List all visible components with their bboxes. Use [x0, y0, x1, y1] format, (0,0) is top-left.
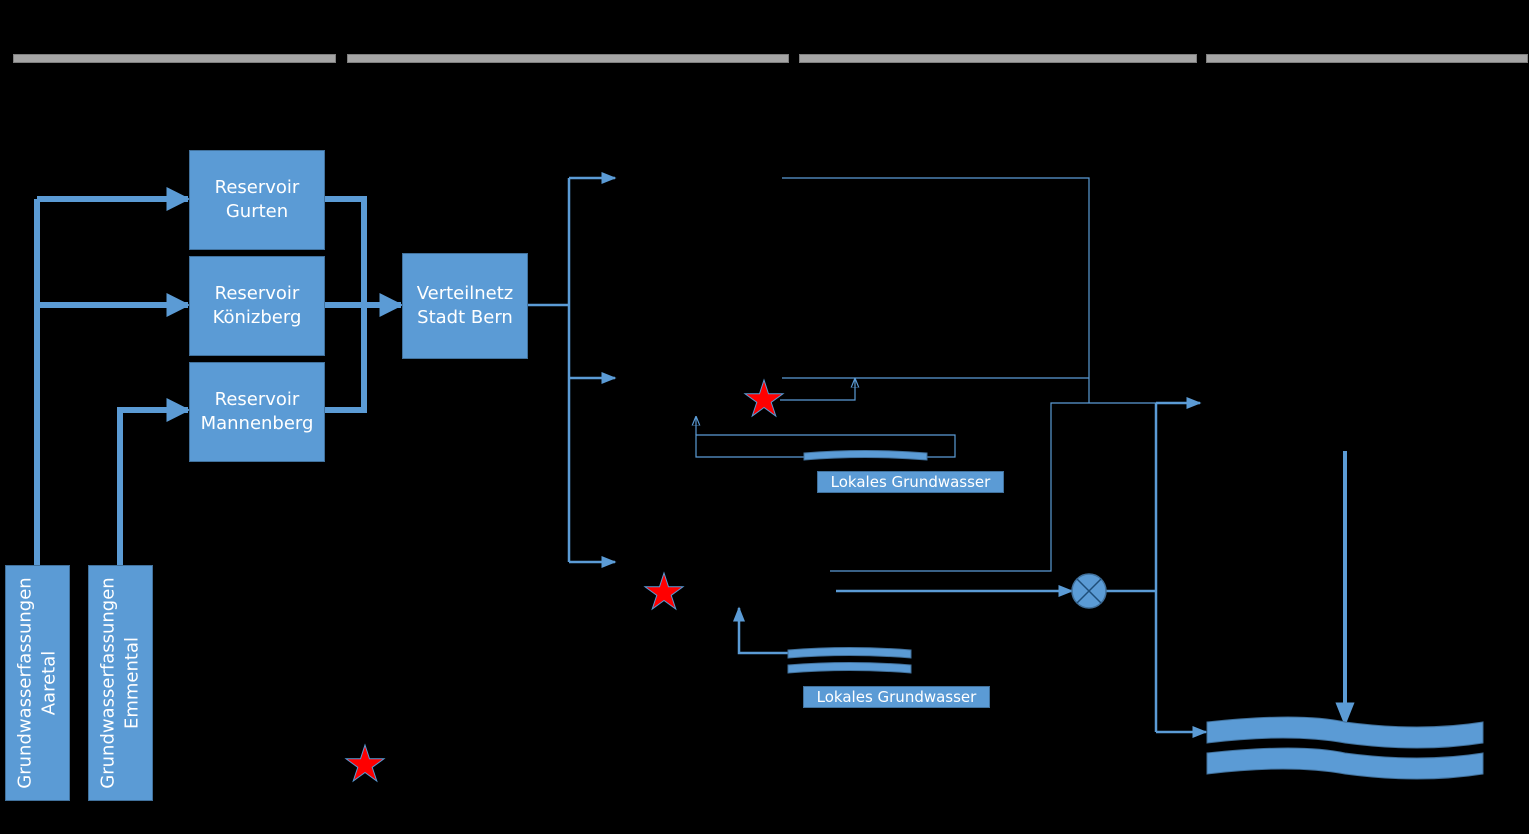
network-label: Verteilnetz Stadt Bern — [416, 283, 514, 328]
reservoir-mannenberg: Reservoir Mannenberg — [189, 362, 325, 462]
reservoir-koenizberg-label: Reservoir Könizberg — [212, 283, 302, 328]
header-bar-4 — [1206, 54, 1528, 63]
local-groundwater-1-label: Lokales Grundwasser — [830, 473, 991, 491]
thin-lines — [695, 177, 1156, 572]
header-bar-3 — [799, 54, 1197, 63]
thin-line-return — [830, 402, 1156, 572]
header-bar-2 — [347, 54, 789, 63]
line-emmental-trunk — [117, 398, 191, 566]
wave-river-2 — [1206, 747, 1484, 780]
thin-line-star — [780, 379, 855, 401]
wave-river-1 — [1206, 716, 1484, 749]
star-icon — [643, 571, 685, 611]
local-groundwater-2: Lokales Grundwasser — [803, 686, 990, 708]
supply-lines — [34, 187, 404, 566]
source-emmental-label: Grundwasserfassungen Emmental — [97, 577, 143, 789]
header-bar-1 — [13, 54, 336, 63]
source-emmental: Grundwasserfassungen Emmental — [88, 565, 153, 801]
reservoir-koenizberg: Reservoir Könizberg — [189, 256, 325, 356]
source-aaretal-label: Grundwasserfassungen Aaretal — [14, 577, 60, 789]
thin-line-top — [782, 177, 1090, 403]
source-aaretal: Grundwasserfassungen Aaretal — [5, 565, 70, 801]
star-icon — [344, 743, 386, 783]
line-local-gw-2 — [733, 606, 788, 655]
local-groundwater-2-label: Lokales Grundwasser — [816, 688, 977, 706]
thin-line-local-gw-1 — [695, 434, 956, 458]
star-icon — [743, 378, 785, 418]
mixer-icon — [1071, 573, 1107, 609]
network-stadt-bern: Verteilnetz Stadt Bern — [402, 253, 528, 359]
wave-groundwater-2b — [787, 662, 912, 674]
wave-groundwater-2a — [787, 647, 912, 659]
reservoir-gurten: Reservoir Gurten — [189, 150, 325, 250]
wave-groundwater-1 — [803, 450, 928, 461]
distribution-lines — [528, 172, 1208, 738]
local-groundwater-1: Lokales Grundwasser — [817, 471, 1004, 493]
reservoir-gurten-label: Reservoir Gurten — [214, 177, 300, 222]
reservoir-mannenberg-label: Reservoir Mannenberg — [200, 389, 314, 434]
